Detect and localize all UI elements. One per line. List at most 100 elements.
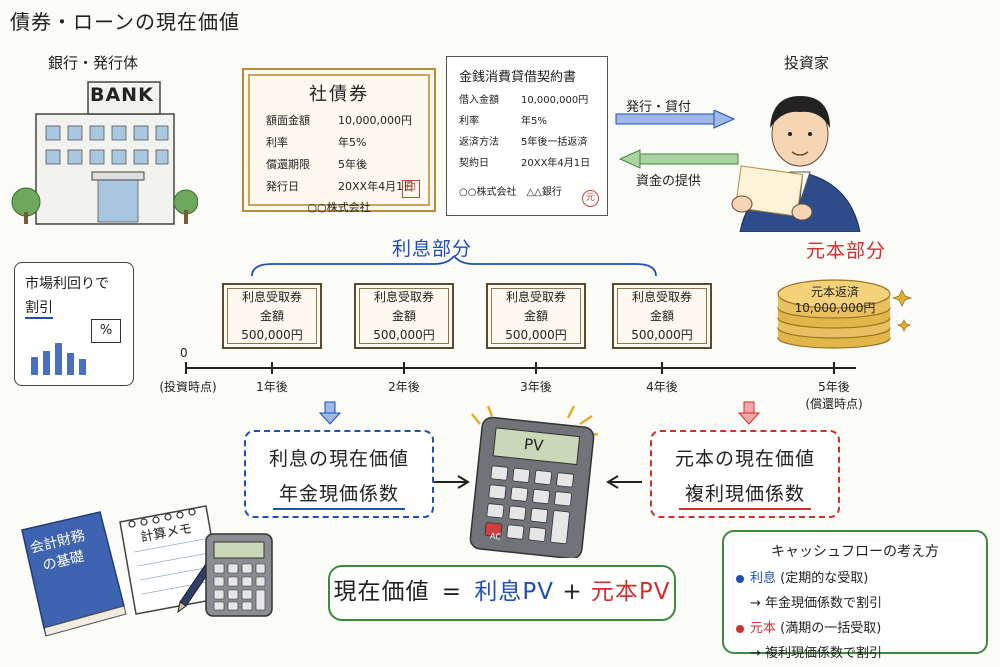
red-dot-icon [736, 624, 744, 633]
contract-title: 金銭消費貸借契約書 [459, 70, 577, 85]
coupon-label: 金額 [523, 309, 548, 323]
contract-row-value: 20XX年4月1日 [521, 158, 591, 169]
coupon-title: 利息受取券 [373, 290, 434, 304]
discount-line2: 割引 [25, 297, 53, 319]
principal-pv-box: 元本の現在価値 複利現価係数 [650, 430, 840, 518]
interest-part-label: 利息部分 [392, 238, 473, 260]
fund-arrow-icon [618, 149, 739, 169]
percent-box: % [91, 319, 121, 343]
down-arrow-red-icon [737, 401, 761, 425]
coupon-label: 金額 [391, 309, 416, 323]
book-icon [21, 511, 127, 637]
arrow-left-icon [606, 475, 642, 489]
coupon-card: 利息受取券 金額 500,000円 [354, 283, 454, 349]
contract-row-key: 借入金額 [459, 95, 499, 106]
timeline-tick: 5年後 [818, 380, 850, 394]
bond-row-value: 5年後 [338, 158, 367, 171]
coupon-title: 利息受取券 [241, 290, 302, 304]
timeline-tick: 3年後 [520, 380, 552, 394]
coupon-label: 金額 [649, 309, 674, 323]
loan-contract: 金銭消費貸借契約書 借入金額 10,000,000円 利率 年5% 返済方法 5年後一… [446, 56, 608, 216]
contract-row-value: 10,000,000円 [521, 95, 589, 106]
arrow-right-icon [434, 475, 470, 489]
bond-row-value: 10,000,000円 [338, 114, 412, 127]
coupon-title: 利息受取券 [505, 290, 566, 304]
bond-row-key: 発行日 [266, 180, 299, 193]
contract-row-key: 利率 [459, 116, 479, 127]
contract-row-value: 年5% [521, 116, 547, 127]
issue-label: 発行・貸付 [626, 100, 692, 115]
bond-row-value: 年5% [338, 136, 367, 149]
bond-certificate: 社債券 額面金額 10,000,000円 利率 年5% 償還期限 5年後 発行日 20X… [242, 68, 436, 214]
contract-parties: ○○株式会社 △△銀行 [459, 187, 562, 198]
principal-pv-line1: 元本の現在価値 [674, 448, 815, 470]
down-arrow-blue-icon [318, 401, 342, 425]
contract-row-value: 5年後一括返済 [521, 137, 588, 148]
calculator-ac-key: AC [489, 531, 502, 542]
contract-row-key: 契約日 [459, 158, 489, 169]
bond-seal: 印 [402, 180, 420, 198]
legend-heading: キャッシュフローの考え方 [771, 544, 939, 560]
legend-interest-method: → 年金現価係数で割引 [750, 596, 883, 611]
formula-plus: + [562, 579, 583, 605]
calculator-icon [469, 405, 599, 558]
bank-heading: 銀行・発行体 [48, 54, 139, 72]
blue-dot-icon [736, 574, 744, 583]
timeline-tick: 4年後 [646, 380, 678, 394]
flow-arrows [615, 110, 739, 169]
discount-note: 市場利回りで 割引 % [14, 262, 134, 386]
page-title: 債券・ローンの現在価値 [10, 10, 240, 34]
interest-pv-box: 利息の現在価値 年金現価係数 [244, 430, 434, 518]
timeline-tick: 2年後 [388, 380, 420, 394]
interest-pv-line1: 利息の現在価値 [268, 448, 409, 470]
coupon-card: 利息受取券 金額 500,000円 [612, 283, 712, 349]
timeline-end-note: (償還時点) [805, 397, 863, 411]
issue-arrow-icon [615, 110, 736, 129]
discount-line1: 市場利回りで [25, 276, 109, 292]
bank-building-icon [11, 81, 198, 225]
coin-amount: 10,000,000円 [794, 301, 876, 315]
contract-row-key: 返済方法 [459, 137, 499, 148]
coupon-title: 利息受取券 [631, 290, 692, 304]
bond-issuer: ○○株式会社 [307, 201, 371, 214]
legend-principal-name: 元本 [750, 621, 777, 636]
legend-interest-desc: (定期的な受取) [780, 571, 869, 586]
sparkle-icon [891, 289, 913, 332]
formula-left: 現在価値 [333, 579, 430, 605]
interest-pv-line2: 年金現価係数 [272, 479, 405, 510]
formula-principal: 元本PV [590, 579, 671, 605]
timeline-zero-note: (投資時点) [159, 380, 217, 394]
small-calculator-icon [205, 533, 273, 617]
pv-formula: 現在価値 = 利息PV + 元本PV [328, 565, 676, 621]
contract-seal: 元 [582, 190, 599, 207]
cashflow-legend: キャッシュフローの考え方 利息 (定期的な受取) → 年金現価係数で割引 元本 … [722, 530, 988, 661]
coupon-card: 利息受取券 金額 500,000円 [222, 283, 322, 349]
timeline-zero: 0 [180, 346, 188, 360]
coupon-amount: 500,000円 [241, 328, 303, 342]
legend-principal-desc: (満期の一括受取) [780, 621, 882, 636]
interest-brace [251, 256, 657, 277]
coupon-card: 利息受取券 金額 500,000円 [486, 283, 586, 349]
coupon-label: 金額 [259, 309, 284, 323]
investor-person-icon [731, 96, 861, 232]
coin-stack-icon [777, 279, 913, 349]
coupon-amount: 500,000円 [373, 328, 435, 342]
principal-pv-line2: 複利現価係数 [678, 479, 811, 510]
legend-interest-name: 利息 [750, 571, 777, 586]
legend-principal-method: → 複利現価係数で割引 [750, 646, 883, 661]
coin-title: 元本返済 [810, 285, 859, 299]
formula-equals: = [441, 579, 463, 605]
bar-chart-icon [31, 343, 86, 375]
bond-row-key: 額面金額 [266, 114, 310, 127]
bond-row-key: 償還期限 [266, 158, 310, 171]
bank-sign: BANK [90, 84, 154, 106]
calculator-display-text: PV [523, 435, 545, 455]
bond-row-value: 20XX年4月1日 [338, 180, 415, 193]
bond-title: 社債券 [309, 84, 369, 105]
coupon-amount: 500,000円 [631, 328, 693, 342]
coin-label: 元本返済 10,000,000円 [790, 284, 880, 316]
bond-row-key: 利率 [266, 136, 288, 149]
principal-part-label: 元本部分 [806, 240, 887, 262]
formula-interest: 利息PV [474, 579, 554, 605]
fund-label: 資金の提供 [636, 174, 702, 189]
